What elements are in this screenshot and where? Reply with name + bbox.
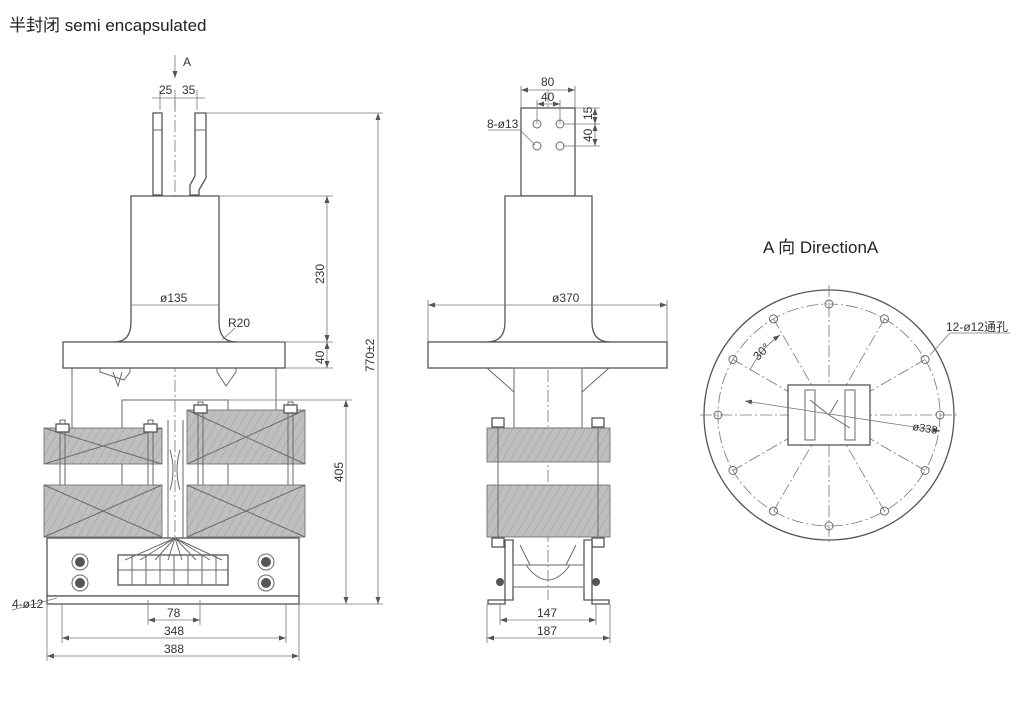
dim-35: 35 <box>182 83 196 97</box>
base-terminal-posts <box>71 553 275 592</box>
front-view: A 25 35 ø135 R20 <box>11 55 383 661</box>
hole-12-phi12: 12-ø12通孔 <box>946 320 1008 334</box>
dim-25: 25 <box>159 83 173 97</box>
top-terminals: 25 35 <box>152 83 207 196</box>
side-horizontal-dims: 147 187 <box>486 604 611 643</box>
dim-770: 770±2 <box>363 338 377 372</box>
dim-phi338: ø338 <box>912 421 939 437</box>
side-base-bracket <box>487 539 610 605</box>
dim-15: 15 <box>581 106 595 120</box>
dim-80: 80 <box>541 75 555 89</box>
dim-230: 230 <box>313 264 327 284</box>
direction-a-view: 30° 12-ø12通孔 ø338 <box>700 285 1010 545</box>
side-insulator-body <box>486 195 611 343</box>
side-view: 80 40 15 40 8-ø13 ø370 <box>427 75 668 643</box>
dim-78: 78 <box>167 606 181 620</box>
arrow-a-label: A <box>183 55 191 69</box>
flange <box>62 341 286 369</box>
radial-lines <box>732 318 926 512</box>
terminal-pad: 80 40 15 40 8-ø13 <box>487 75 600 197</box>
terminal-block <box>117 537 229 586</box>
upper-coils <box>43 409 306 465</box>
dim-405: 405 <box>332 462 346 482</box>
dim-388: 388 <box>164 642 184 656</box>
radius-r20: R20 <box>228 316 250 330</box>
dim-40-top: 40 <box>541 90 555 104</box>
page-title: 半封闭 semi encapsulated <box>9 16 207 35</box>
front-horizontal-dims: 4-ø12 78 348 388 <box>11 597 300 661</box>
dim-187: 187 <box>537 624 557 638</box>
dim-147: 147 <box>537 606 557 620</box>
insulator-body <box>113 195 237 343</box>
hole-4-phi12: 4-ø12 <box>12 597 44 611</box>
view-title-direction-a: A 向 DirectionA <box>763 238 879 257</box>
side-flange <box>427 341 668 369</box>
dim-phi135: ø135 <box>160 291 188 305</box>
dim-40-left: 40 <box>313 350 327 364</box>
side-coils <box>486 417 611 548</box>
dim-phi370: ø370 <box>552 291 580 305</box>
front-vertical-dims: 230 40 770±2 405 <box>206 112 383 605</box>
hole-8-phi13: 8-ø13 <box>487 117 519 131</box>
bolt-holes <box>713 299 945 531</box>
dim-40-side: 40 <box>581 128 595 142</box>
dim-348: 348 <box>164 624 184 638</box>
lower-coils <box>43 484 306 538</box>
